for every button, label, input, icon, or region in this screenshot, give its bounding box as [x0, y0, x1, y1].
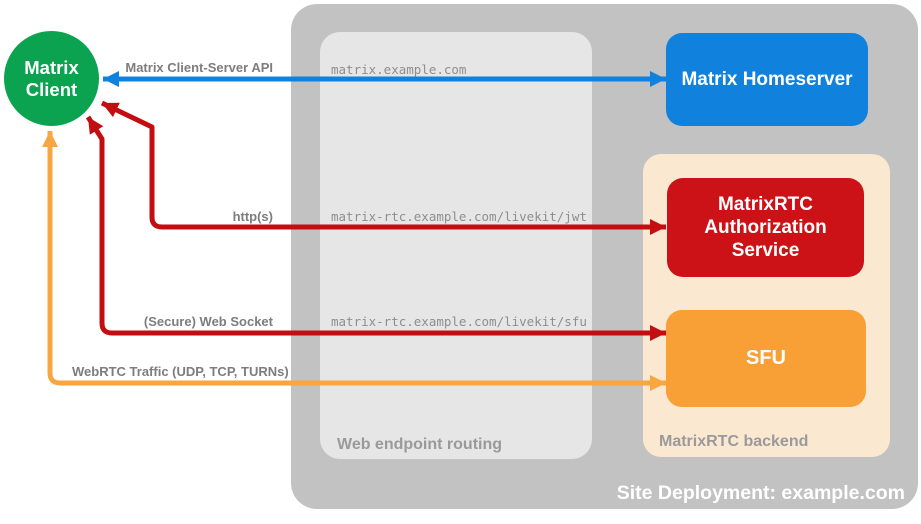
- auth-service-label-line2: Authorization: [704, 217, 827, 238]
- matrix-client-node: Matrix Client: [4, 31, 99, 126]
- client-server-api-label: Matrix Client-Server API: [125, 60, 273, 75]
- site-deployment-label: Site Deployment: example.com: [616, 482, 905, 504]
- route-livekit-jwt: matrix-rtc.example.com/livekit/jwt: [331, 209, 587, 224]
- webrtc-traffic-label: WebRTC Traffic (UDP, TCP, TURNs): [72, 364, 289, 379]
- route-matrix-example-com: matrix.example.com: [331, 62, 467, 77]
- websocket-label: (Secure) Web Socket: [143, 314, 273, 329]
- auth-service-label-line3: Service: [731, 240, 800, 261]
- sfu-label: SFU: [746, 347, 786, 369]
- matrix-homeserver-node: Matrix Homeserver: [666, 33, 868, 126]
- sfu-node: SFU: [666, 310, 866, 407]
- route-livekit-sfu: matrix-rtc.example.com/livekit/sfu: [331, 314, 587, 329]
- auth-service-label-line1: MatrixRTC: [717, 194, 813, 215]
- matrix-homeserver-label: Matrix Homeserver: [681, 68, 853, 90]
- web-endpoint-routing-label: Web endpoint routing: [337, 436, 503, 453]
- web-endpoint-routing-container: [320, 32, 592, 459]
- matrixrtc-backend-label: MatrixRTC backend: [659, 433, 809, 450]
- matrixrtc-authorization-service-node: MatrixRTC Authorization Service: [667, 178, 864, 277]
- matrix-client-label-line2: Client: [25, 78, 78, 100]
- https-label: http(s): [232, 209, 273, 224]
- matrix-client-label-line1: Matrix: [24, 56, 79, 78]
